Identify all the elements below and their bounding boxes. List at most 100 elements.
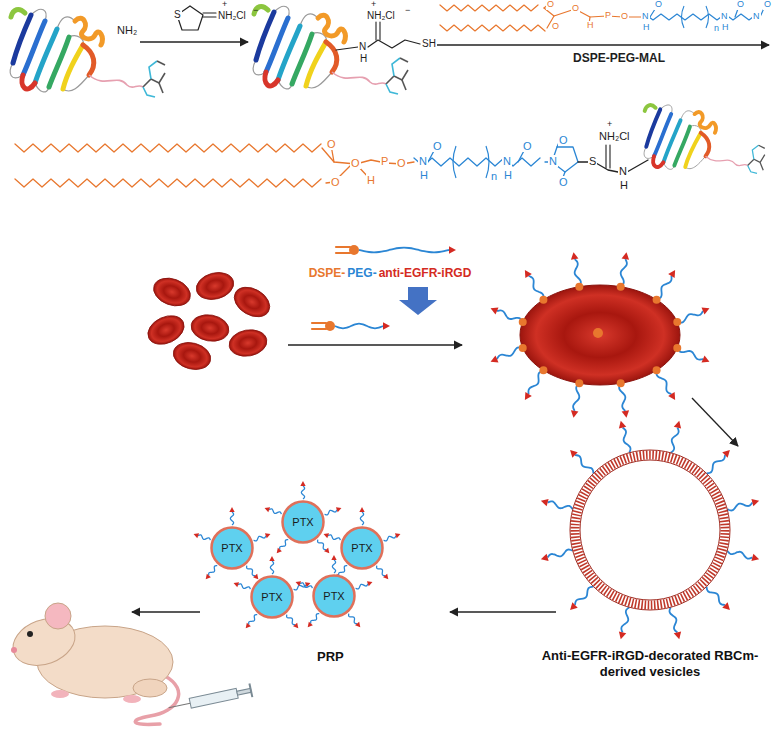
drug-particle: PTX — [281, 500, 325, 544]
dspe-anchor — [539, 366, 547, 374]
peg-chain — [318, 540, 327, 550]
peg-chain — [230, 512, 233, 525]
mouse-nose — [11, 647, 17, 653]
peg-chain — [669, 607, 677, 632]
irgd-ligand — [570, 602, 578, 610]
drug-particle: PTX — [340, 526, 384, 570]
atom-label: H — [721, 23, 730, 33]
protein-tail — [332, 72, 386, 84]
protein-strand — [326, 42, 337, 72]
red-blood-cell — [170, 339, 213, 374]
irgd-ligand — [246, 623, 251, 628]
drug-name: PTX — [261, 591, 282, 603]
irgd-ligand — [571, 410, 578, 418]
irgd-ligand — [702, 355, 710, 362]
glycan-stick — [402, 80, 406, 90]
peg-chain — [677, 348, 703, 360]
irgd-ligand — [619, 631, 626, 639]
peg-chain — [325, 510, 337, 515]
repeat-bracket — [486, 146, 489, 178]
reaction-arrow — [132, 611, 200, 612]
atom-label: O — [326, 138, 337, 150]
drug-name: PTX — [292, 516, 313, 528]
glycan-stick — [400, 58, 408, 62]
drug-name: PTX — [221, 542, 242, 554]
peg-chain — [301, 486, 304, 499]
block-arrow — [399, 287, 437, 315]
vesicle-outline — [540, 448, 760, 612]
peg-chain — [360, 512, 363, 525]
irgd-ligand — [308, 622, 313, 627]
atom-label: H — [359, 53, 368, 64]
dspe-anchor — [575, 379, 583, 387]
repeat-bracket — [453, 146, 456, 178]
protein-strand — [306, 42, 326, 86]
drug-particle-shell — [212, 528, 253, 569]
dspe-anchor — [325, 321, 335, 331]
protein-strand — [685, 133, 701, 167]
peg-chain — [209, 566, 218, 576]
irgd-ligand — [265, 533, 271, 538]
repeat-bracket — [706, 6, 709, 28]
red-blood-cell — [150, 273, 195, 310]
irgd-ligand — [277, 548, 282, 553]
atom-label: O — [432, 140, 443, 152]
protein-strand — [645, 105, 656, 111]
membrane-outer-leaflet — [570, 450, 730, 610]
peg-chain — [247, 566, 256, 576]
peg-chain — [671, 428, 679, 453]
atom-label: H — [503, 169, 513, 181]
irgd-ligand — [722, 450, 730, 458]
irgd-ligand — [359, 507, 364, 512]
glycan-stick — [386, 84, 398, 94]
irgd-ligand — [395, 533, 401, 538]
dspe-anchor — [519, 344, 527, 352]
drug-name: PTX — [323, 590, 344, 602]
atom-label: NH₂Cl — [217, 10, 247, 21]
irgd-ligand — [265, 507, 271, 512]
irgd-ligand — [324, 548, 329, 553]
drug-particle: PTX — [210, 526, 254, 570]
irgd-ligand — [525, 270, 532, 278]
red-blood-cell — [193, 269, 236, 304]
drug-particle: PTX — [250, 575, 294, 619]
atom-label: O — [558, 134, 569, 146]
charge-label: + — [370, 0, 377, 10]
peg-chain — [359, 248, 449, 253]
dspe-anchor — [617, 379, 625, 387]
atom-label: O — [736, 0, 745, 10]
peg-chain — [548, 549, 573, 557]
atom-label: O — [558, 176, 569, 188]
vesicle-node: Anti-EGFR-iRGD-decorated RBCm-derived ve… — [540, 448, 760, 681]
atom-label: O — [654, 0, 663, 10]
membrane-inner-leaflet — [580, 460, 720, 600]
irgd-ligand — [571, 252, 578, 260]
glycan-stick — [157, 61, 165, 65]
peg-chain — [328, 535, 340, 540]
peg-chain — [198, 535, 210, 540]
glycan-stick — [143, 87, 155, 97]
glycan-stick — [759, 145, 765, 148]
atom-label: N — [418, 155, 428, 167]
irgd-ligand — [541, 499, 549, 506]
peg-chain — [575, 587, 593, 605]
lipid-tail — [312, 322, 326, 324]
red-blood-cell — [229, 281, 275, 323]
protein-strand — [318, 15, 345, 42]
peg-chain — [335, 324, 383, 329]
reaction-arrow — [450, 611, 556, 612]
irgd-ligand — [674, 631, 681, 639]
drug-name: PTX — [351, 542, 372, 554]
glycan-stick — [149, 61, 157, 79]
protein-tail — [89, 75, 143, 87]
glycan-stick — [760, 162, 763, 170]
irgd-ligand — [300, 481, 305, 486]
reaction-arrow — [432, 44, 769, 45]
irgd-ligand — [253, 574, 258, 579]
reaction-arrow — [692, 398, 738, 446]
dspe-anchor — [617, 283, 625, 291]
peg-chain — [573, 383, 579, 411]
syringe-barrel — [189, 688, 238, 708]
conjugate-name-part: PEG- — [346, 267, 377, 280]
peg-chain — [339, 566, 348, 576]
